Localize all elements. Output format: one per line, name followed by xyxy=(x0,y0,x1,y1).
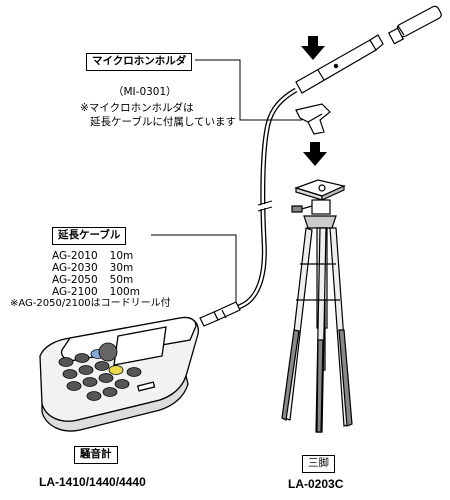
microphone-illustration xyxy=(387,5,442,45)
cable-length: 100m xyxy=(109,286,140,298)
extension-cable-model-table: AG-2010 10m AG-2030 30m AG-2050 50m AG-2… xyxy=(52,250,152,298)
down-arrow-icon xyxy=(301,36,325,60)
cable-length: 30m xyxy=(109,262,134,274)
extension-cable-illustration xyxy=(235,87,298,311)
extension-cable-note: ※AG-2050/2100はコードリール付 xyxy=(10,298,171,309)
preamplifier-illustration xyxy=(295,34,384,94)
cable-model: AG-2030 xyxy=(52,262,98,274)
cable-model: AG-2050 xyxy=(52,274,98,286)
table-row: AG-2030 30m xyxy=(52,262,152,274)
cable-length: 10m xyxy=(109,250,134,262)
mic-holder-label: マイクロホンホルダ xyxy=(86,53,193,71)
tripod-label: 三脚 xyxy=(302,455,335,473)
table-row: AG-2050 50m xyxy=(52,274,152,286)
sound-meter-models: LA-1410/1440/4440 xyxy=(39,475,146,489)
table-row: AG-2100 100m xyxy=(52,286,152,298)
cable-model: AG-2010 xyxy=(52,250,98,262)
leader-lines xyxy=(151,59,302,302)
cable-length: 50m xyxy=(109,274,134,286)
extension-cable-label: 延長ケーブル xyxy=(52,227,127,245)
mic-holder-clip-illustration xyxy=(295,103,331,135)
cable-model: AG-2100 xyxy=(52,286,98,298)
table-row: AG-2010 10m xyxy=(52,250,152,262)
mic-holder-model: （MI-0301） xyxy=(113,86,177,98)
mic-holder-note-line1: ※マイクロホンホルダは xyxy=(80,102,194,114)
sound-meter-label: 騒音計 xyxy=(74,446,118,464)
sound-level-meter-illustration xyxy=(39,316,199,432)
cable-connector-illustration xyxy=(199,301,241,327)
down-arrow-icon xyxy=(303,142,327,166)
tripod-illustration xyxy=(281,179,353,433)
tripod-model: LA-0203C xyxy=(288,477,344,491)
mic-holder-note-line2: 延長ケーブルに付属しています xyxy=(90,116,237,128)
